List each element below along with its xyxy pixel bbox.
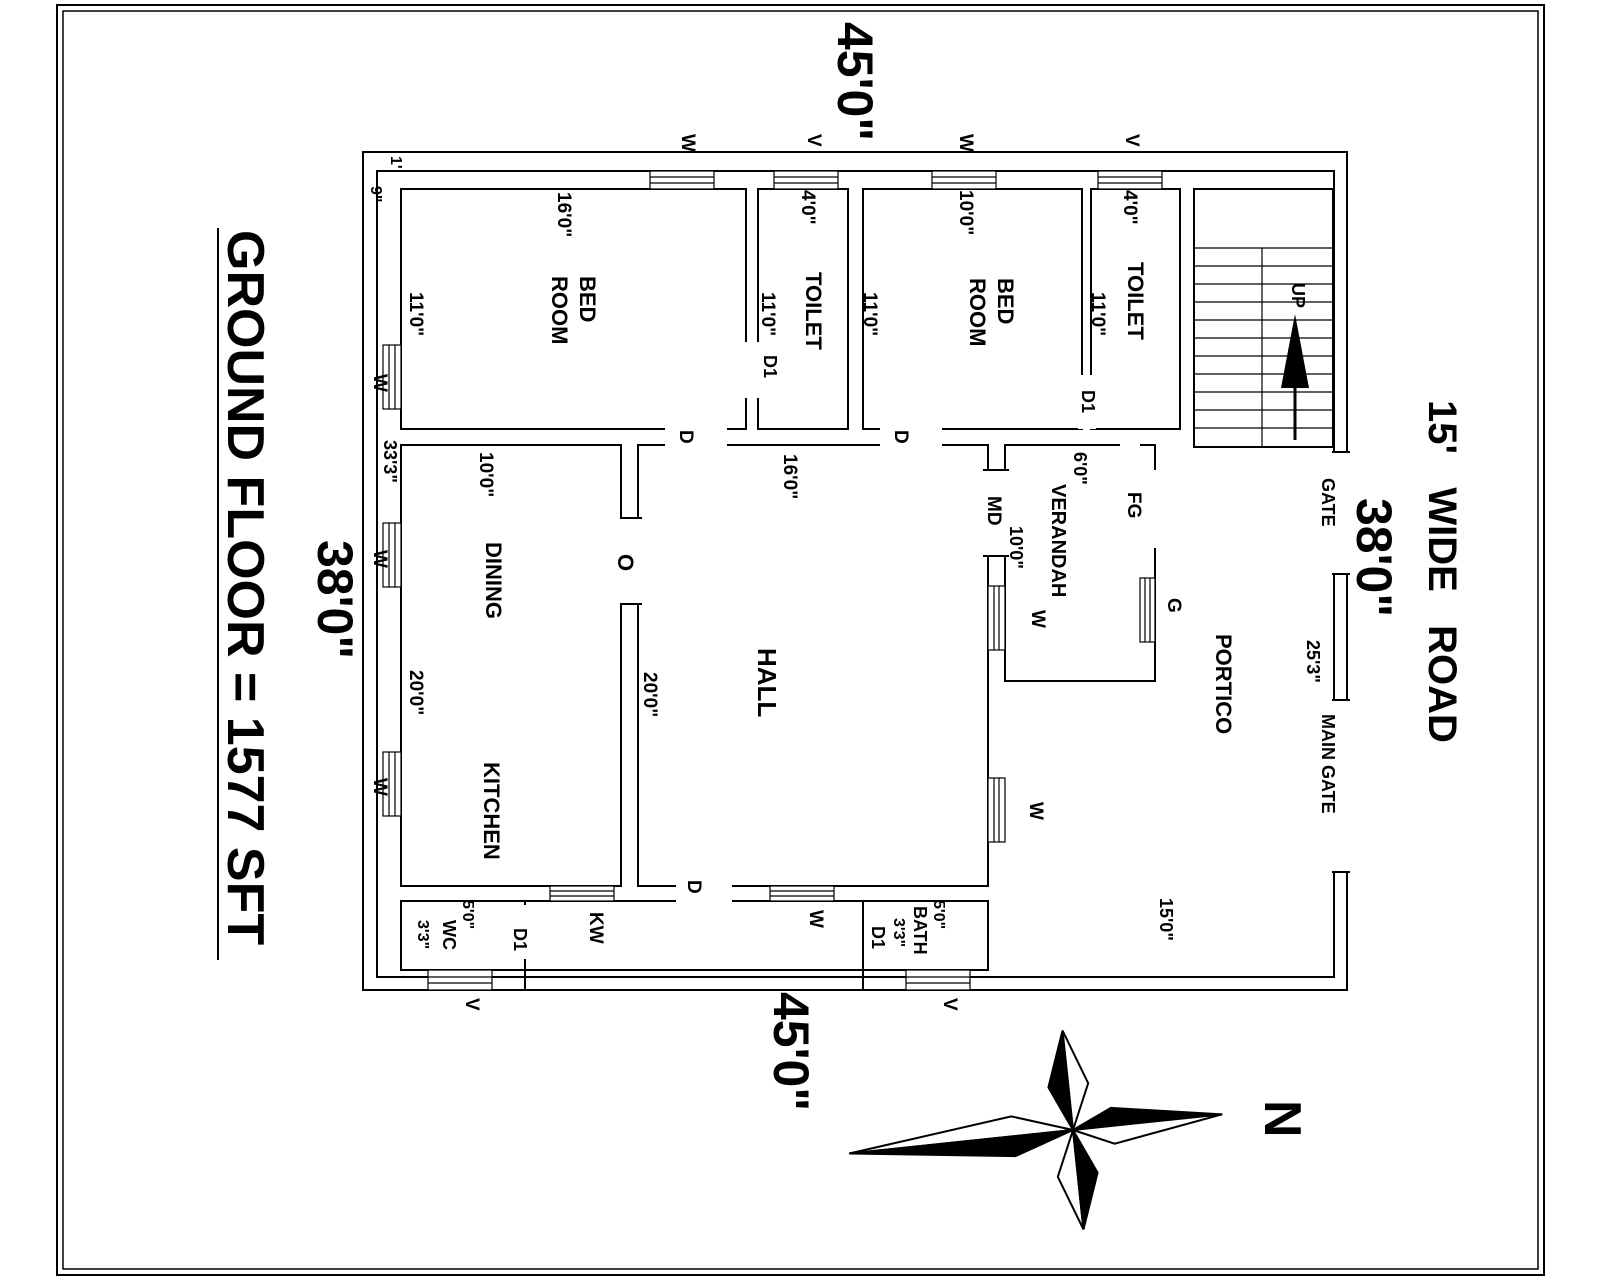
mark-o: O <box>613 554 638 571</box>
mark-g: G <box>1163 598 1184 613</box>
wc-width: 5'0" <box>459 900 476 929</box>
toilet2-label: TOILET <box>1123 262 1148 340</box>
bed1-label-2: ROOM <box>547 276 572 344</box>
north-compass-icon <box>849 1030 1223 1230</box>
portico-label: PORTICO <box>1211 634 1236 734</box>
wc-label: WC <box>439 920 459 950</box>
bed2-width: 10'0" <box>955 190 976 235</box>
north-label: N <box>1253 1100 1311 1138</box>
bath-width: 5'0" <box>930 900 947 929</box>
mark-d1: D1 <box>510 928 530 951</box>
bed1-label-1: BED <box>575 276 600 322</box>
stair-steps <box>1194 247 1333 447</box>
mark-v: V <box>1121 134 1142 147</box>
bath-height: 3'3" <box>890 918 907 947</box>
dining-height: 20'0" <box>405 670 426 715</box>
mark-w: W <box>369 374 390 392</box>
bed1-height: 11'0" <box>405 292 426 336</box>
mark-d1: D1 <box>1078 390 1098 413</box>
mark-md: MD <box>983 496 1004 526</box>
portico-height: 25'3" <box>1303 640 1323 683</box>
road-label: 15' WIDE ROAD <box>1420 400 1464 743</box>
hall-height: 20'0" <box>639 672 660 717</box>
dimension-bottom: 45'0" <box>763 992 819 1111</box>
verandah-width: 6'0" <box>1070 452 1090 485</box>
mark-v: V <box>461 998 482 1011</box>
mark-d: D <box>683 880 704 894</box>
dimension-top: 45'0" <box>827 22 883 141</box>
verandah-height: 10'0" <box>1006 526 1026 569</box>
mark-d1: D1 <box>868 926 888 949</box>
mark-w: W <box>369 550 390 568</box>
mark-w: W <box>955 134 976 152</box>
toilet2-height: 11'0" <box>1087 292 1108 336</box>
toilet1-label: TOILET <box>801 272 826 350</box>
bath-label: BATH <box>910 906 930 955</box>
toilet1-width: 4'0" <box>797 190 818 225</box>
mark-v: V <box>939 998 960 1011</box>
mark-w: W <box>677 134 698 152</box>
dimension-left-sub: 33'3" <box>380 440 400 483</box>
portico-width: 15'0" <box>1156 898 1176 941</box>
kitchen-label: KITCHEN <box>479 762 504 860</box>
mark-w: W <box>1027 610 1048 628</box>
mark-fg: FG <box>1123 492 1144 518</box>
dimension-corner-b: 9" <box>367 186 384 202</box>
stair-up-label: UP <box>1288 283 1308 308</box>
dimension-left: 38'0" <box>307 540 363 659</box>
floor-title: GROUND FLOOR = 1577 SFT <box>216 230 274 945</box>
mark-d1: D1 <box>760 355 780 378</box>
verandah-label: VERANDAH <box>1047 484 1069 597</box>
sheet-border-inner <box>62 10 1539 1270</box>
mark-w: W <box>1025 802 1046 820</box>
mark-w: W <box>369 778 390 796</box>
mark-kw: KW <box>585 912 606 944</box>
bed2-label-2: ROOM <box>965 278 990 346</box>
toilet1-height: 11'0" <box>757 292 778 336</box>
dimension-corner-a: 1' <box>387 156 404 169</box>
toilet2-width: 4'0" <box>1119 190 1140 225</box>
wc-height: 3'3" <box>414 920 431 949</box>
mark-d: D <box>890 430 911 444</box>
dining-label: DINING <box>481 542 506 619</box>
stair-up-arrow <box>1281 314 1309 440</box>
mark-w: W <box>805 910 826 928</box>
gate-label: GATE <box>1318 478 1338 527</box>
hall-width: 16'0" <box>779 454 800 499</box>
bed2-label-1: BED <box>993 278 1018 324</box>
dining-width: 10'0" <box>475 452 496 497</box>
mark-d: D <box>675 430 696 444</box>
windows <box>382 170 1163 991</box>
main-gate-label: MAIN GATE <box>1318 714 1338 814</box>
hall-label: HALL <box>752 648 782 717</box>
bed1-width: 16'0" <box>553 192 574 237</box>
mark-v: V <box>803 134 824 147</box>
sheet-border-outer <box>56 4 1545 1276</box>
bed2-height: 11'0" <box>859 292 880 336</box>
plan-walls <box>362 151 1350 991</box>
dimension-right: 38'0" <box>1346 498 1402 617</box>
